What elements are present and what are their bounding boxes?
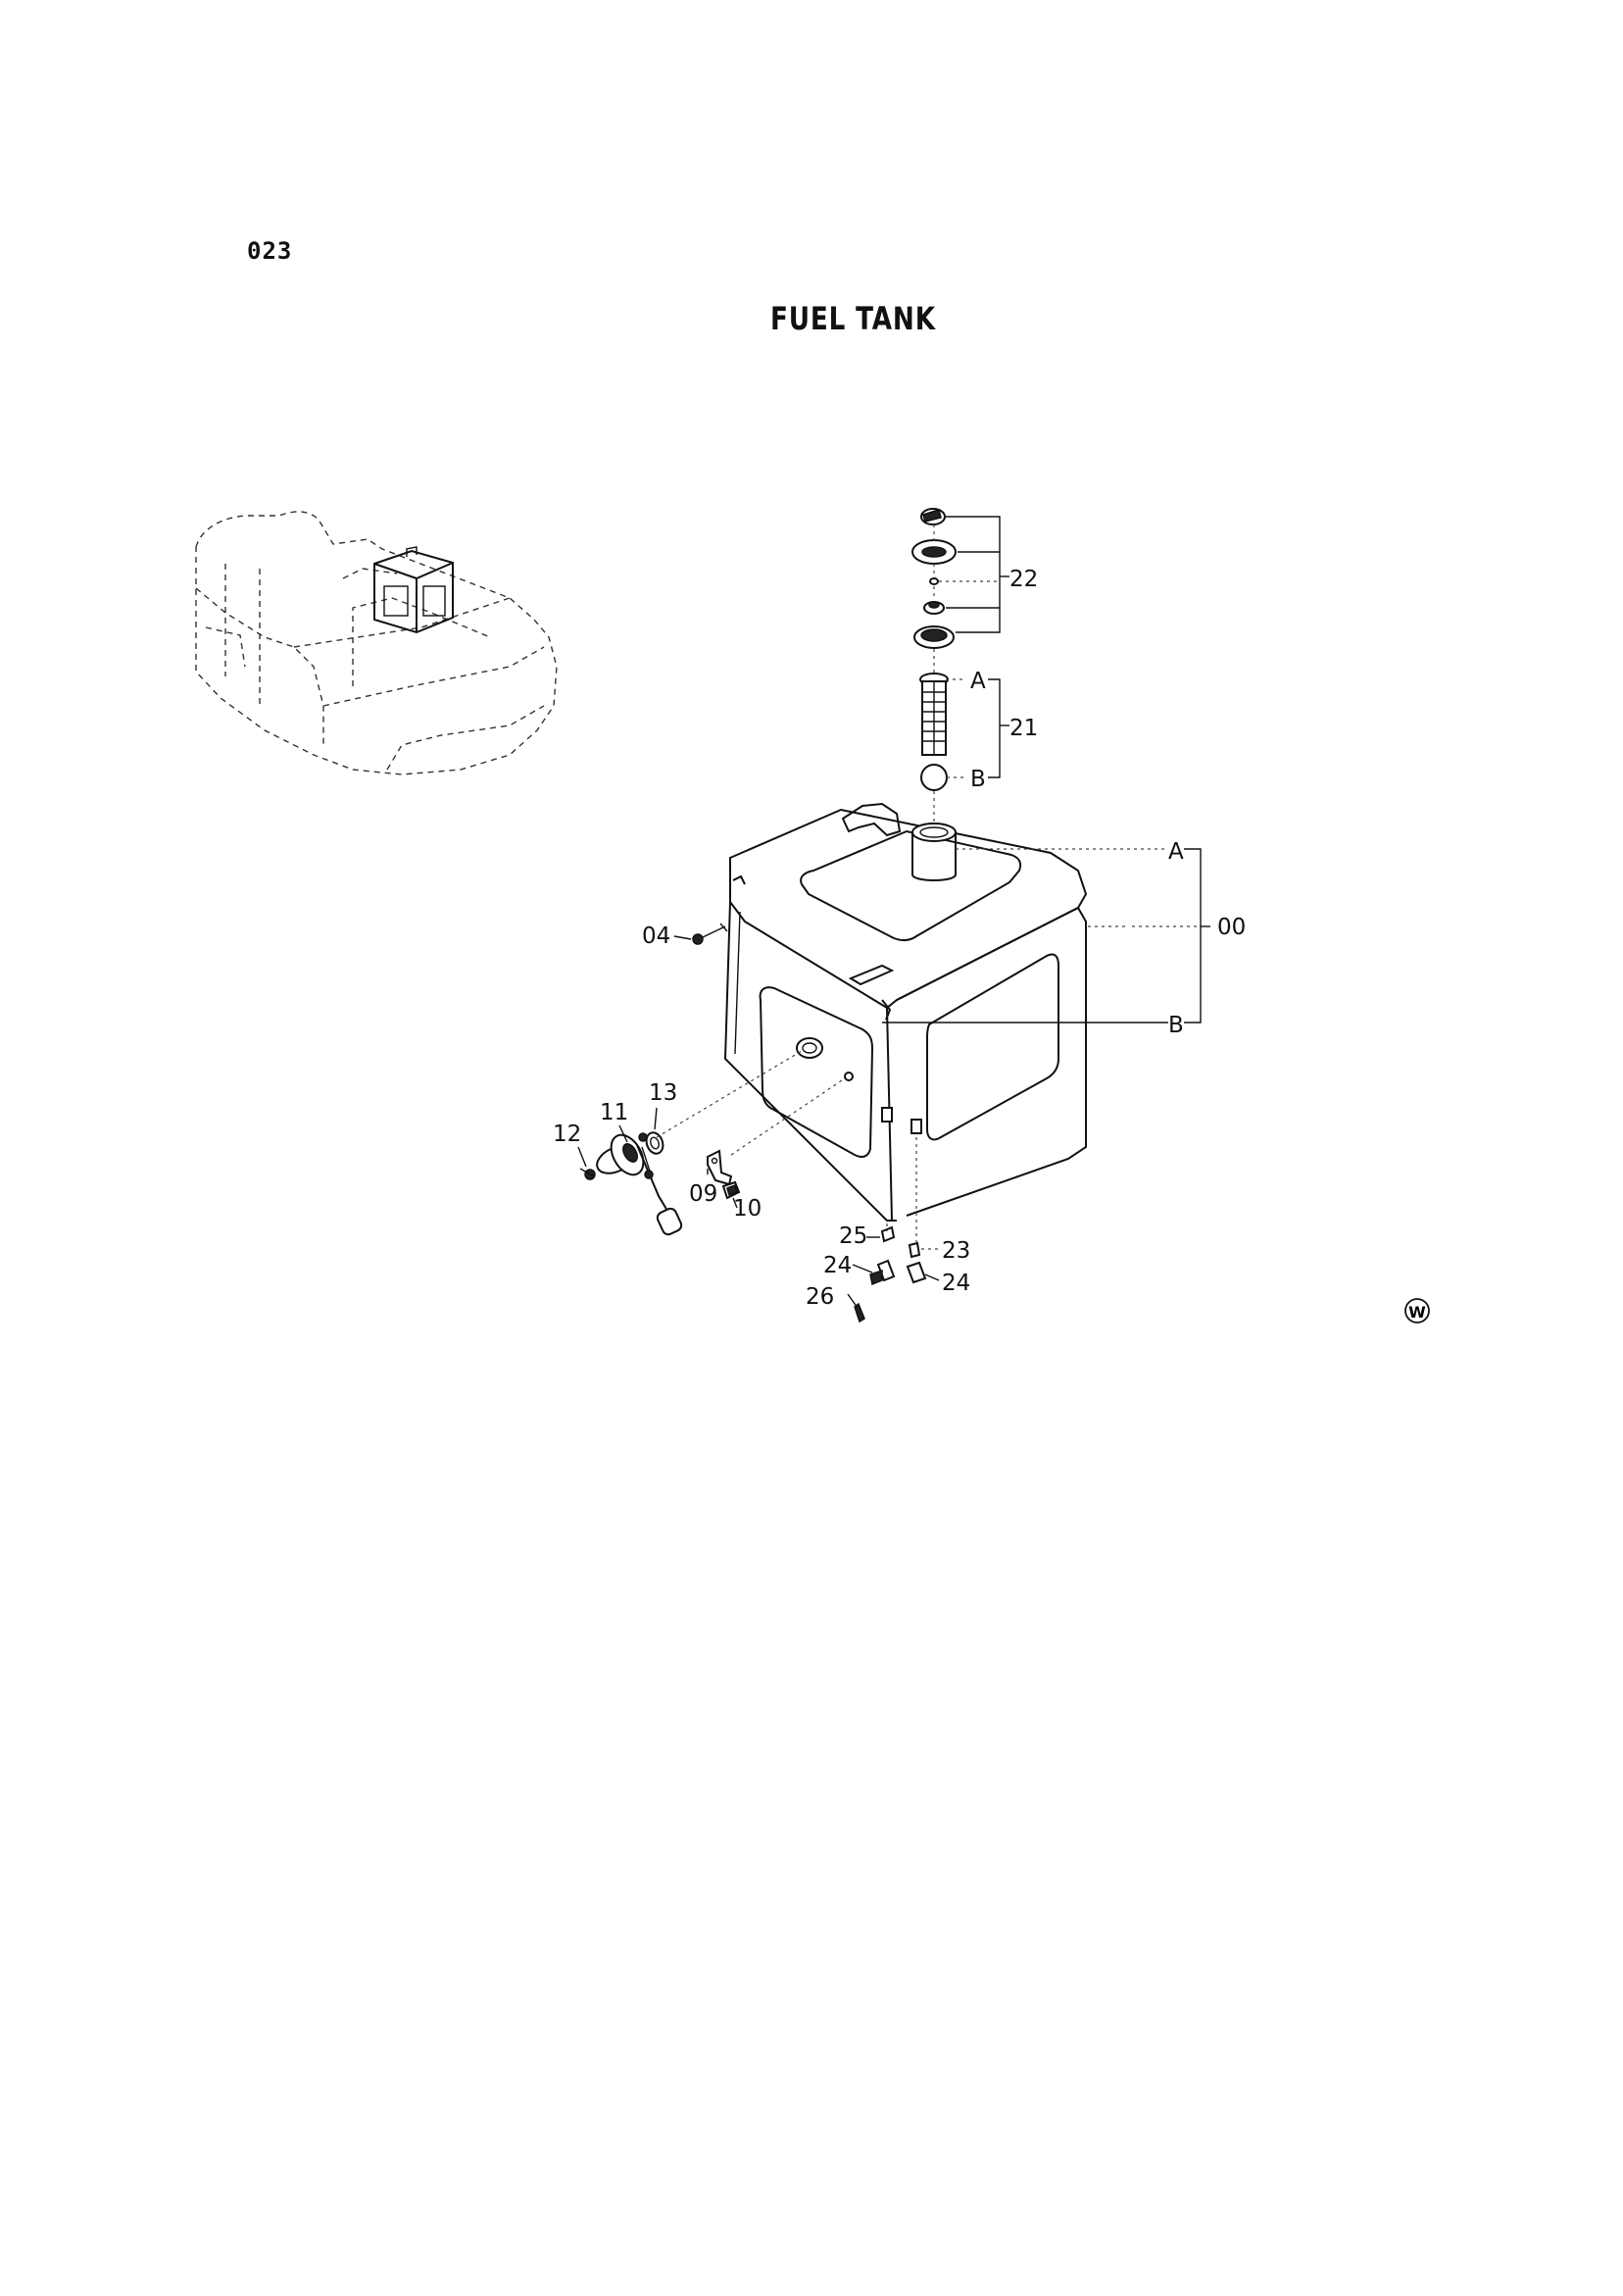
page-title: FUEL TANK [770, 300, 936, 337]
w-mark-letter: W [1408, 1303, 1426, 1322]
leader-lines [577, 516, 1210, 1309]
fuel-strainer [919, 673, 949, 791]
callout-09: 09 [689, 1181, 717, 1207]
page-code: 023 [247, 237, 293, 265]
callout-ref-b-strainer: B [970, 767, 986, 792]
callout-11: 11 [600, 1100, 628, 1125]
fuel-cap-assembly [911, 508, 957, 649]
callout-00: 00 [1217, 915, 1246, 940]
callout-ref-b-tank: B [1168, 1013, 1184, 1038]
fuel-level-sensor-assembly [579, 1131, 683, 1236]
callout-12: 12 [553, 1122, 581, 1147]
callout-13: 13 [649, 1080, 677, 1106]
callout-26: 26 [806, 1284, 834, 1310]
fuel-tank-body [723, 802, 1088, 1222]
callout-21: 21 [1009, 716, 1038, 741]
drain-fittings [854, 1225, 927, 1323]
callout-labels: 22 21 A B A B 00 04 13 11 12 09 10 25 23… [553, 567, 1246, 1310]
excavator-locator-sketch [195, 511, 558, 775]
callout-23: 23 [942, 1238, 970, 1264]
callout-24-right: 24 [942, 1271, 970, 1296]
callout-ref-a-strainer: A [970, 669, 986, 694]
callout-ref-a-tank: A [1168, 839, 1184, 865]
circled-w-mark: W [1404, 1298, 1430, 1323]
bolt-04 [692, 923, 728, 945]
callout-25: 25 [839, 1223, 867, 1249]
bracket-and-bolt [707, 1149, 741, 1200]
callout-10: 10 [733, 1196, 762, 1222]
callout-24-left: 24 [823, 1253, 852, 1278]
callout-22: 22 [1009, 567, 1038, 592]
callout-04: 04 [642, 923, 670, 949]
